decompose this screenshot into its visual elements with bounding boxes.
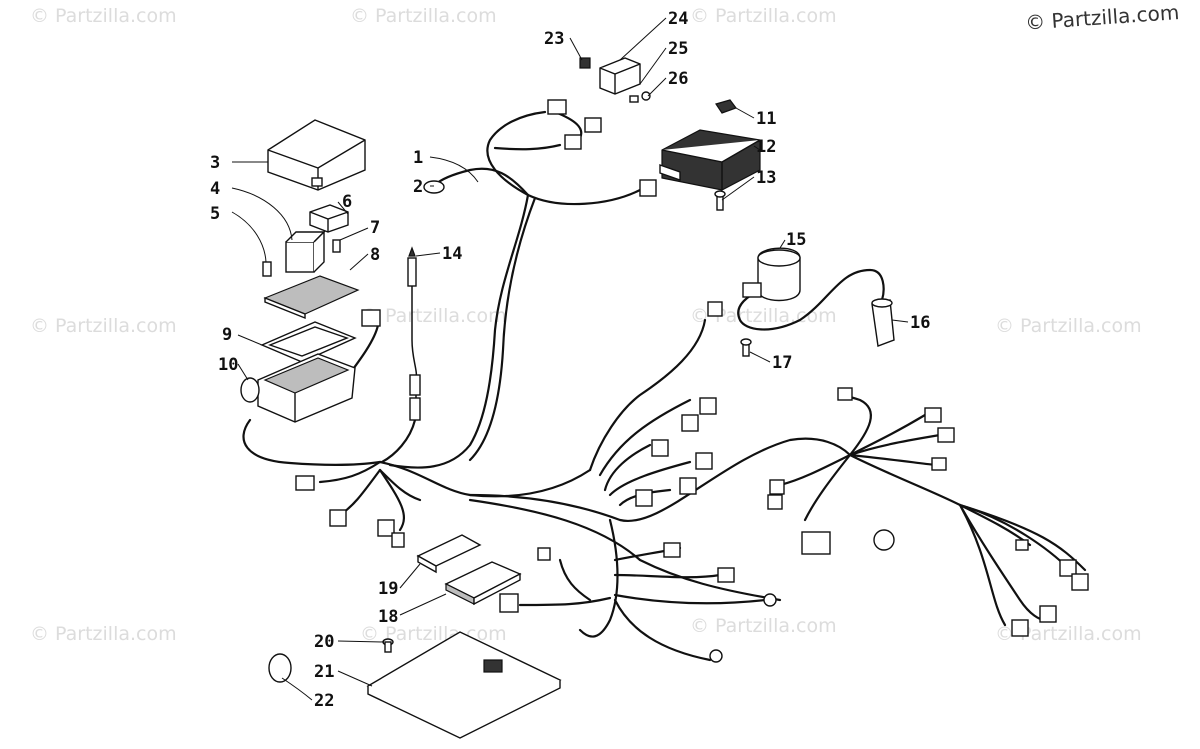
callout-3: 3 <box>210 153 220 173</box>
callout-8: 8 <box>370 245 380 265</box>
callout-11: 11 <box>756 109 776 129</box>
fuse-small[interactable] <box>262 239 341 277</box>
mounting-plate[interactable] <box>366 631 562 739</box>
callout-14: 14 <box>442 244 462 264</box>
callout-13: 13 <box>756 168 776 188</box>
watermark: © Partzilla.com <box>690 305 837 327</box>
spark-plug-cap[interactable] <box>871 298 895 347</box>
callout-leaders <box>231 17 909 701</box>
ecu-module[interactable] <box>444 561 522 606</box>
regulator-nut[interactable] <box>715 99 737 114</box>
watermark: © Partzilla.com <box>30 5 177 27</box>
o2-sensor[interactable] <box>407 246 421 421</box>
watermark: © Partzilla.com <box>350 5 497 27</box>
watermark: © Partzilla.com <box>360 305 507 327</box>
callout-12: 12 <box>756 137 776 157</box>
watermark-layer: © Partzilla.com © Partzilla.com © Partzi… <box>30 5 1142 645</box>
callout-5: 5 <box>210 204 220 224</box>
watermark: © Partzilla.com <box>690 5 837 27</box>
watermark: © Partzilla.com <box>30 315 177 337</box>
watermark: © Partzilla.com <box>30 623 177 645</box>
relay-small[interactable] <box>285 230 326 273</box>
fuse-box-base[interactable] <box>257 309 381 423</box>
cable-clamp[interactable] <box>268 653 292 683</box>
regulator-screw[interactable] <box>714 190 726 211</box>
fuse-box-gasket[interactable] <box>260 321 357 363</box>
callout-26: 26 <box>668 69 688 89</box>
callout-24: 24 <box>668 9 688 29</box>
callout-17: 17 <box>772 353 792 373</box>
ecu-cover[interactable] <box>416 534 482 574</box>
callout-19: 19 <box>378 579 398 599</box>
callout-9: 9 <box>222 325 232 345</box>
watermark: © Partzilla.com <box>995 315 1142 337</box>
callout-6: 6 <box>342 192 352 212</box>
voltage-regulator[interactable] <box>659 129 761 191</box>
main-harness <box>242 110 1087 662</box>
callout-23: 23 <box>544 29 564 49</box>
callout-21: 21 <box>314 662 334 682</box>
callout-4: 4 <box>210 179 220 199</box>
cable-tie-loop[interactable] <box>240 377 260 403</box>
callout-25: 25 <box>668 39 688 59</box>
callout-1: 1 <box>413 148 423 168</box>
relay-top-bracket[interactable] <box>579 57 651 103</box>
plate-screw[interactable] <box>382 638 394 653</box>
callout-22: 22 <box>314 691 334 711</box>
watermark: © Partzilla.com <box>690 615 837 637</box>
callout-15: 15 <box>786 230 806 250</box>
callout-7: 7 <box>370 218 380 238</box>
relay-mini[interactable] <box>309 204 349 233</box>
callout-2: 2 <box>413 177 423 197</box>
harness-connectors <box>295 99 1089 663</box>
fuse-board[interactable] <box>263 275 360 320</box>
coil-screw[interactable] <box>740 338 752 357</box>
callout-18: 18 <box>378 607 398 627</box>
fuse-box-cover[interactable] <box>267 119 366 191</box>
callout-16: 16 <box>910 313 930 333</box>
callout-10: 10 <box>218 355 238 375</box>
callout-20: 20 <box>314 632 334 652</box>
callout-labels: 1 2 3 4 5 6 7 8 9 10 11 12 13 14 15 16 1… <box>210 9 930 711</box>
ignition-coil[interactable] <box>742 247 801 302</box>
watermark: © Partzilla.com <box>995 623 1142 645</box>
